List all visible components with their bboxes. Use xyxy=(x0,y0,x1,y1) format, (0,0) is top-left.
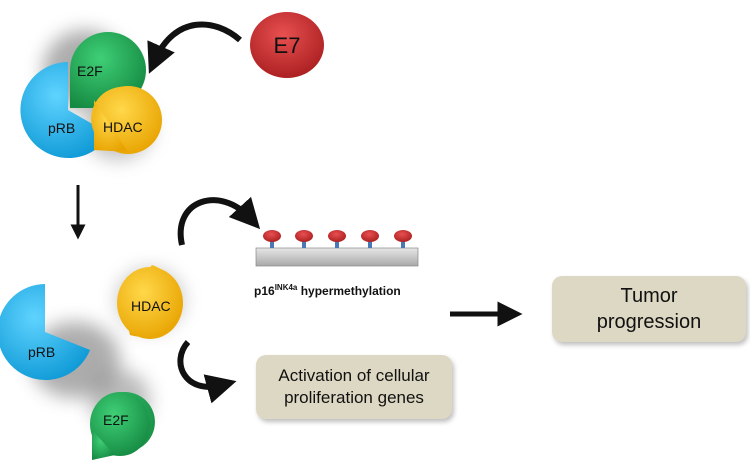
dna-bar xyxy=(255,247,419,267)
bottom-components: pRB HDAC E2F xyxy=(0,265,184,460)
tumor-box: Tumor progression xyxy=(552,276,746,342)
top-complex: E2F pRB HDAC xyxy=(20,30,162,160)
methyl-group xyxy=(263,230,281,248)
activation-arrow xyxy=(177,339,237,404)
methylation-gene: p16 xyxy=(254,284,275,298)
e2f-label-bottom: E2F xyxy=(103,412,129,428)
e7-node: E7 xyxy=(250,12,324,78)
prb-shape-bottom xyxy=(0,284,90,380)
e7-inhibit-arrow xyxy=(147,21,242,74)
prb-label-top: pRB xyxy=(48,120,75,136)
e7-label: E7 xyxy=(274,33,301,58)
activation-box: Activation of cellular proliferation gen… xyxy=(256,355,452,419)
methylation-label: p16INK4a hypermethylation xyxy=(254,283,401,298)
activation-line2: proliferation genes xyxy=(284,388,424,407)
prb-label-bottom: pRB xyxy=(28,344,55,360)
tumor-line2: progression xyxy=(596,311,702,333)
hdac-label-top: HDAC xyxy=(103,119,143,135)
methyl-group xyxy=(328,230,346,248)
methylation-arrow xyxy=(177,196,261,246)
e2f-label-top: E2F xyxy=(77,63,103,79)
methyl-group xyxy=(394,230,412,248)
methyl-group xyxy=(295,230,313,248)
methylation-suffix: hypermethylation xyxy=(297,284,401,298)
activation-line1: Activation of cellular xyxy=(278,366,430,385)
tumor-line1: Tumor xyxy=(620,285,678,307)
methyl-group xyxy=(361,230,379,248)
prb-shape-top xyxy=(20,62,111,158)
hdac-label-bottom: HDAC xyxy=(131,298,171,314)
methylated-dna xyxy=(255,230,419,267)
methylation-superscript: INK4a xyxy=(274,283,298,292)
